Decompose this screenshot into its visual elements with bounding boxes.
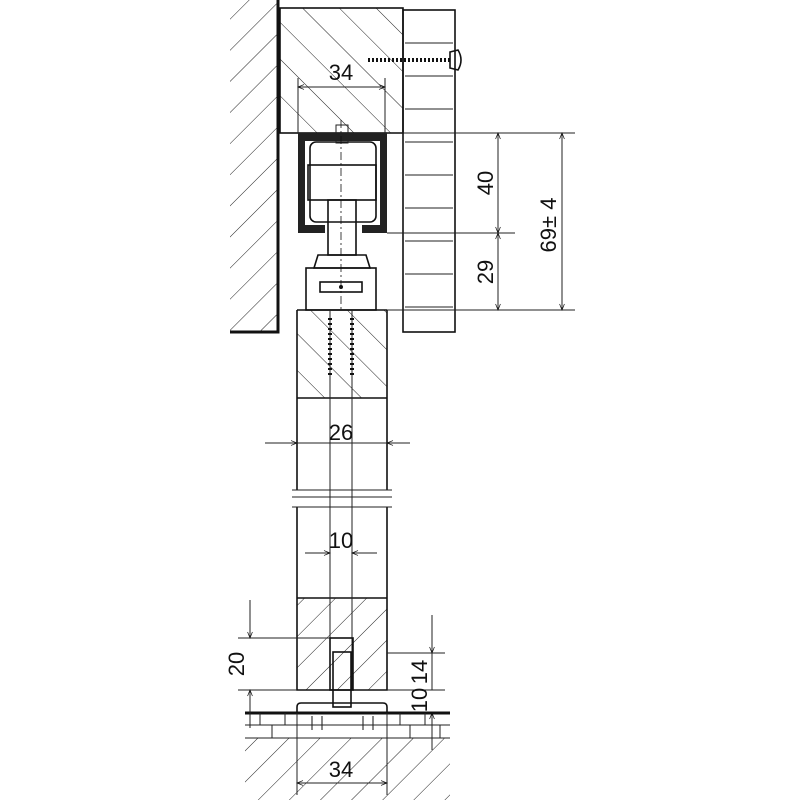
floor-guide: [296, 637, 388, 730]
dim-top-width: 34: [329, 60, 353, 85]
fascia-board: [402, 9, 456, 333]
ceiling-block: [279, 7, 404, 134]
dim-hanger-height: 29: [473, 260, 498, 284]
dim-guide-height: 14: [407, 660, 432, 684]
dimension-lines: [238, 78, 575, 795]
dim-floor-guide-width: 34: [329, 757, 353, 782]
dim-groove-width: 10: [329, 528, 353, 553]
dim-door-thickness: 26: [329, 420, 353, 445]
door-leaf: [292, 309, 392, 691]
wall-section: [230, 0, 280, 334]
fixing-screw: [368, 49, 462, 71]
dim-track-height: 40: [473, 171, 498, 195]
dim-guide-gap: 10: [407, 688, 432, 712]
track-profile: [298, 133, 387, 233]
roller-carriage: [305, 120, 377, 311]
dim-groove-depth: 20: [224, 652, 249, 676]
dim-total-height: 69± 4: [536, 198, 561, 253]
floor-section: [245, 711, 450, 800]
